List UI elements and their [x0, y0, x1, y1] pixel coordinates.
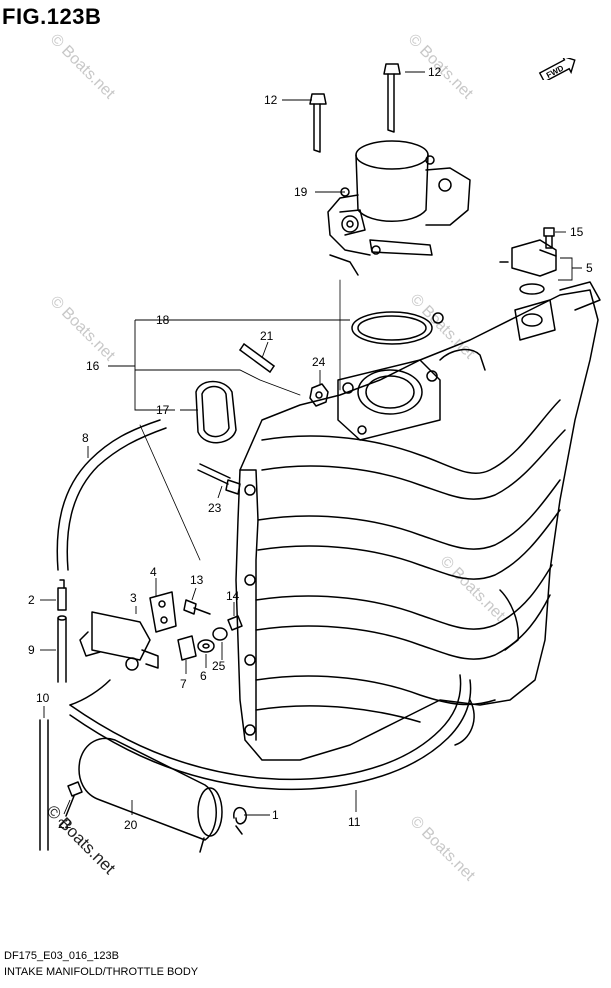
callout-9: 9 [28, 643, 35, 657]
hose-11 [69, 674, 472, 791]
sensor-boss [514, 281, 601, 341]
callout-24: 24 [312, 355, 326, 369]
throttle-mount [337, 348, 486, 441]
callout-18: 18 [156, 313, 170, 327]
reference-lines [139, 279, 341, 561]
grommet-25 [212, 627, 228, 641]
callout-17: 17 [156, 403, 170, 417]
clip-1 [233, 806, 247, 835]
callout-5: 5 [586, 261, 593, 275]
bracket-4 [149, 591, 177, 633]
callout-1: 1 [272, 808, 279, 822]
throttle-body [327, 140, 471, 276]
callout-25: 25 [212, 659, 226, 673]
callout-23: 23 [208, 501, 222, 515]
collar-6 [197, 639, 215, 653]
callout-3: 3 [130, 591, 137, 605]
callout-12: 12 [428, 65, 442, 79]
callout-15: 15 [570, 225, 584, 239]
callout-7: 7 [180, 677, 187, 691]
callout-6: 6 [200, 669, 207, 683]
callout-21: 21 [260, 329, 274, 343]
callout-14: 14 [226, 589, 240, 603]
stud-21 [239, 343, 275, 373]
canister-20 [78, 737, 223, 853]
hose-9 [57, 615, 67, 683]
figure-title: FIG.123B [2, 4, 102, 29]
callout-13: 13 [190, 573, 204, 587]
hose-10 [39, 719, 49, 851]
bolt-14 [227, 615, 243, 631]
callout-16: 16 [86, 359, 100, 373]
callout-2: 2 [28, 593, 35, 607]
clamp-7 [177, 635, 197, 661]
sensor-5 [499, 239, 557, 295]
bolt-12-right [383, 63, 401, 133]
leader-lines [40, 71, 582, 816]
callout-10: 10 [36, 691, 50, 705]
bolt-23 [197, 463, 241, 495]
nut-24 [309, 383, 329, 407]
bolt-22 [65, 781, 83, 817]
intake-manifold [235, 289, 599, 761]
diagram-title: INTAKE MANIFOLD/THROTTLE BODY [4, 966, 199, 978]
forward-arrow-icon: FWD [538, 58, 576, 80]
callout-12: 12 [264, 93, 278, 107]
valve-3 [79, 611, 159, 671]
fitting-2 [57, 579, 67, 611]
callout-11: 11 [348, 815, 361, 829]
bolt-15 [543, 227, 555, 249]
hose-8 [56, 419, 167, 571]
callout-20: 20 [124, 818, 138, 832]
callout-19: 19 [294, 185, 308, 199]
bolt-12-left [309, 93, 327, 153]
diagram-code: DF175_E03_016_123B [4, 950, 119, 962]
callout-labels: 12 12 19 15 5 18 21 16 24 17 8 23 4 13 2… [28, 65, 593, 832]
callout-8: 8 [82, 431, 89, 445]
gasket-18 [351, 311, 444, 345]
callout-4: 4 [150, 565, 157, 579]
callout-22: 22 [58, 817, 72, 831]
gasket-17 [195, 380, 237, 444]
bolt-13 [183, 599, 211, 615]
